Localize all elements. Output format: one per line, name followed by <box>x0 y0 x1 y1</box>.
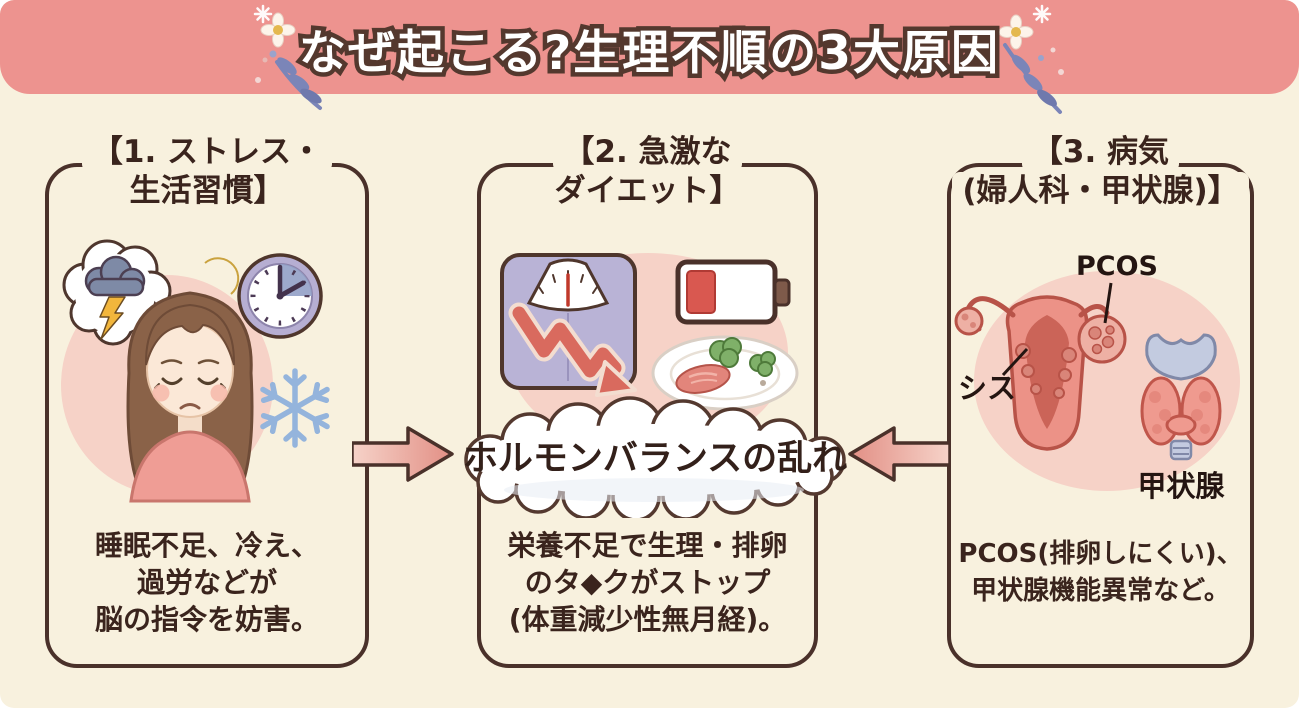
small-meal-plate-icon <box>651 335 799 411</box>
panel2-heading-line2: ダイエット】 <box>544 172 751 211</box>
closed-eye-left <box>161 377 183 385</box>
hormone-balance-cloud <box>464 396 846 518</box>
page-title: なぜ起こる?生理不順の3大原因 <box>295 22 1003 86</box>
lightning-icon <box>99 296 126 340</box>
panel2-heading-line1: 【2. 急激な <box>553 133 742 172</box>
pcos-ovary <box>1077 314 1127 364</box>
storm-cloud-icon <box>84 255 146 297</box>
arrow-right-icon <box>352 426 454 482</box>
uterine-cysts <box>1015 343 1077 399</box>
panel1-caption: 睡眠不足、冷え、 過労などが 脳の指令を妨害。 <box>49 527 365 638</box>
panel2-caption-line2: のタ◆クがストップ <box>524 566 771 599</box>
pcos-label: PCOS <box>1075 251 1158 282</box>
cyst-label: シス <box>957 371 1016 405</box>
crescent-moon-icon <box>204 257 240 295</box>
panel3-heading-line2: (婦人科・甲状腺)】 <box>952 172 1249 211</box>
panel2-caption-line3: (体重減少性無月経)。 <box>508 603 787 636</box>
panel3-caption-line1: PCOS(排卵しにくい)、 <box>958 539 1243 569</box>
panel2-caption: 栄養不足で生理・排卵 のタ◆クがストップ (体重減少性無月経)。 <box>481 527 814 638</box>
sad-woman-illustration <box>126 291 254 503</box>
pink-sweater <box>129 430 251 503</box>
sparkle-icon <box>253 4 273 24</box>
clock-icon <box>237 253 323 339</box>
closed-eye-right <box>197 377 219 385</box>
flower-branch-decoration-right <box>998 4 1064 114</box>
sad-mouth <box>179 403 201 410</box>
sparkle-icon <box>1032 4 1052 24</box>
thyroid-label: 甲状腺 <box>1137 469 1225 503</box>
panel1-heading: 【1. ストレス・ 生活習慣】 <box>49 133 365 211</box>
panel3-illustration <box>954 271 1240 491</box>
panel2-heading: 【2. 急激な ダイエット】 <box>481 133 814 211</box>
panel3-caption-line2: 甲状腺機能異常など。 <box>971 576 1230 606</box>
panel3-heading-line1: 【3. 病気 <box>1021 133 1180 172</box>
flower-icon <box>998 14 1034 50</box>
panel-disease: 【3. 病気 (婦人科・甲状腺)】 <box>947 133 1254 668</box>
hair-bangs <box>144 303 236 366</box>
uterus-ovaries-icon <box>954 282 1127 451</box>
blush-right <box>210 384 228 402</box>
title-banner: なぜ起こる?生理不順の3大原因 <box>0 0 1299 114</box>
thyroid-gland-icon <box>1140 333 1222 461</box>
panel1-caption-line2: 過労などが <box>136 566 277 599</box>
panel-stress-lifestyle: 【1. ストレス・ 生活習慣】 <box>45 133 369 668</box>
flower-branch-decoration-left <box>253 4 322 110</box>
panel3-heading: 【3. 病気 (婦人科・甲状腺)】 <box>951 133 1250 211</box>
downward-trend-arrow-icon <box>508 302 637 397</box>
panel1-heading-line2: 生活習慣】 <box>119 172 295 211</box>
pcos-pointer-line <box>1103 282 1113 324</box>
meat-icon <box>675 364 731 394</box>
panel1-caption-line3: 脳の指令を妨害。 <box>94 603 319 636</box>
broccoli-icon <box>709 337 776 377</box>
panel1-heading-line1: 【1. ストレス・ <box>81 133 333 172</box>
panel2-caption-line1: 栄養不足で生理・排卵 <box>507 529 788 562</box>
leaf-branch-icon <box>255 50 322 110</box>
cyst-pointer-line <box>1001 347 1029 377</box>
blush-left <box>152 384 170 402</box>
low-battery-icon <box>675 259 791 325</box>
panel1-illustration <box>61 239 369 503</box>
panel3-caption: PCOS(排卵しにくい)、 甲状腺機能異常など。 <box>951 536 1250 610</box>
panel1-caption-line1: 睡眠不足、冷え、 <box>94 529 319 562</box>
hormone-balance-text: ホルモンバランスの乱れ <box>462 438 848 479</box>
arrow-left-icon <box>848 426 950 482</box>
leaf-branch-icon <box>1003 43 1064 114</box>
snowflake-icon <box>258 368 331 448</box>
flower-icon <box>260 12 296 48</box>
